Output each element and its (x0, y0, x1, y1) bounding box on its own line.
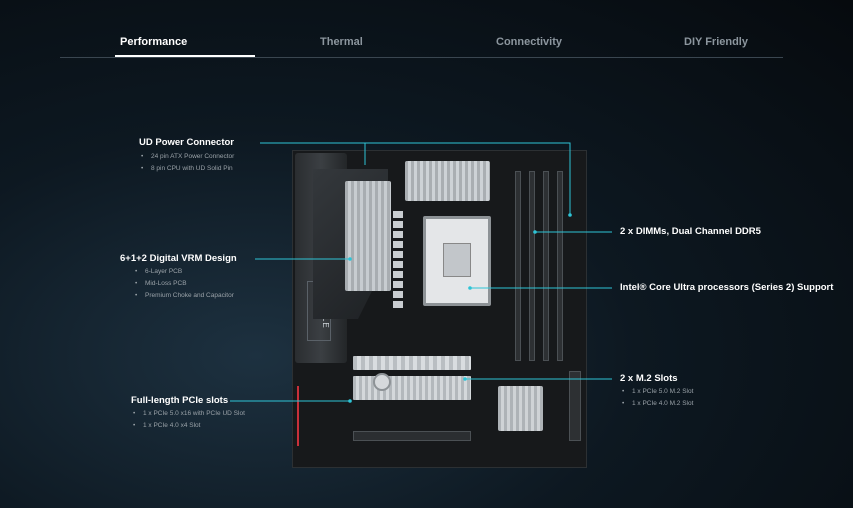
audio-trace-line (297, 386, 299, 446)
tab-performance[interactable]: Performance (120, 36, 188, 48)
feature-power-title: UD Power Connector (139, 137, 235, 148)
feature-vrm-title: 6+1+2 Digital VRM Design (120, 253, 237, 264)
tab-diy-friendly[interactable]: DIY Friendly (684, 36, 748, 48)
list-item: 1 x PCIe 4.0 x4 Slot (133, 420, 245, 432)
list-item: Mid-Loss PCB (135, 278, 234, 290)
feature-dimm-title: 2 x DIMMs, Dual Channel DDR5 (620, 226, 761, 237)
feature-m2-list: 1 x PCIe 5.0 M.2 Slot 1 x PCIe 4.0 M.2 S… (622, 386, 693, 410)
feature-m2-title: 2 x M.2 Slots (620, 373, 678, 384)
feature-vrm-list: 6-Layer PCB Mid-Loss PCB Premium Choke a… (135, 266, 234, 302)
chokes (393, 211, 403, 311)
list-item: 1 x PCIe 4.0 M.2 Slot (622, 398, 693, 410)
motherboard-image: EAGLE (292, 150, 587, 468)
list-item: Premium Choke and Capacitor (135, 290, 234, 302)
feature-power-list: 24 pin ATX Power Connector 8 pin CPU wit… (141, 151, 234, 175)
active-tab-indicator (115, 55, 255, 57)
tab-bar: Performance Thermal Connectivity DIY Fri… (60, 30, 783, 58)
list-item: 1 x PCIe 5.0 x16 with PCIe UD Slot (133, 408, 245, 420)
list-item: 8 pin CPU with UD Solid Pin (141, 163, 234, 175)
vrm-heatsink-top (345, 181, 391, 291)
cpu-socket-center (443, 243, 471, 277)
m2-heatsink (353, 376, 471, 400)
feature-cpu-title: Intel® Core Ultra processors (Series 2) … (620, 282, 834, 293)
list-item: 1 x PCIe 5.0 M.2 Slot (622, 386, 693, 398)
dimm-slot-4 (557, 171, 563, 361)
dimm-slot-2 (529, 171, 535, 361)
list-item: 6-Layer PCB (135, 266, 234, 278)
list-item: 24 pin ATX Power Connector (141, 151, 234, 163)
dimm-slot-1 (515, 171, 521, 361)
pcie-slot-x4 (353, 431, 471, 441)
sata-connectors (569, 371, 581, 441)
feature-pcie-title: Full-length PCIe slots (131, 395, 229, 406)
chipset-heatsink (498, 386, 543, 431)
tab-connectivity[interactable]: Connectivity (496, 36, 563, 48)
audio-capacitor (373, 373, 391, 391)
dimm-slot-3 (543, 171, 549, 361)
feature-pcie-list: 1 x PCIe 5.0 x16 with PCIe UD Slot 1 x P… (133, 408, 245, 432)
tab-thermal[interactable]: Thermal (320, 36, 363, 48)
pcie-slot-x16 (353, 356, 471, 370)
vrm-heatsink-right (405, 161, 490, 201)
